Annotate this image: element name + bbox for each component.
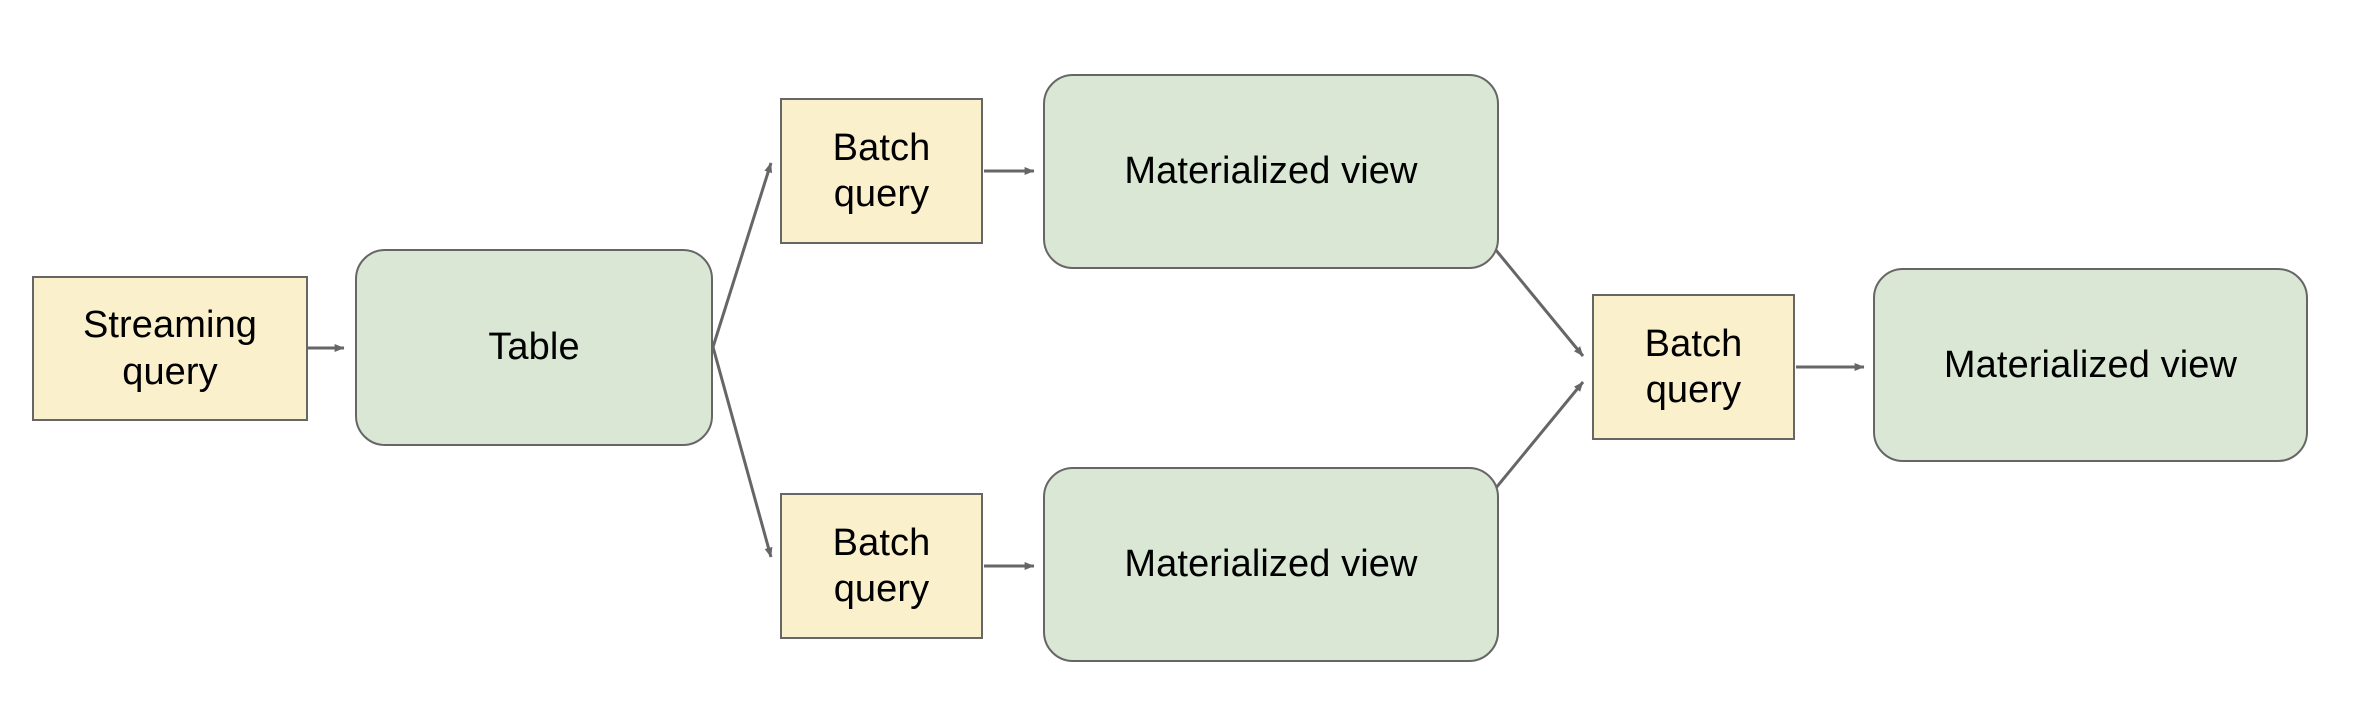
node-streaming-query[interactable]: Streaming query bbox=[32, 276, 308, 421]
node-batch-query-merge[interactable]: Batch query bbox=[1592, 294, 1795, 440]
node-batch-query-bottom[interactable]: Batch query bbox=[780, 493, 983, 639]
node-materialized-view-final[interactable]: Materialized view bbox=[1873, 268, 2308, 462]
edge-table-to-batch-query-top bbox=[711, 162, 773, 348]
node-materialized-view-top[interactable]: Materialized view bbox=[1043, 74, 1499, 269]
node-batch-query-top-label: Batch query bbox=[832, 126, 931, 215]
node-streaming-query-label: Streaming query bbox=[82, 304, 258, 393]
node-table[interactable]: Table bbox=[355, 249, 713, 446]
edge-table-to-batch-query-bottom bbox=[711, 346, 773, 558]
node-materialized-view-top-label: Materialized view bbox=[1124, 150, 1418, 193]
node-materialized-view-bottom[interactable]: Materialized view bbox=[1043, 467, 1499, 662]
edge-materialized-view-top-to-batch-query-merge bbox=[1484, 237, 1585, 357]
node-batch-query-bottom-label: Batch query bbox=[832, 521, 931, 610]
edge-materialized-view-bottom-to-batch-query-merge bbox=[1484, 381, 1585, 501]
node-table-label: Table bbox=[488, 326, 580, 369]
node-batch-query-top[interactable]: Batch query bbox=[780, 98, 983, 244]
node-batch-query-merge-label: Batch query bbox=[1644, 322, 1743, 411]
node-materialized-view-bottom-label: Materialized view bbox=[1124, 543, 1418, 586]
node-materialized-view-final-label: Materialized view bbox=[1943, 343, 2238, 386]
